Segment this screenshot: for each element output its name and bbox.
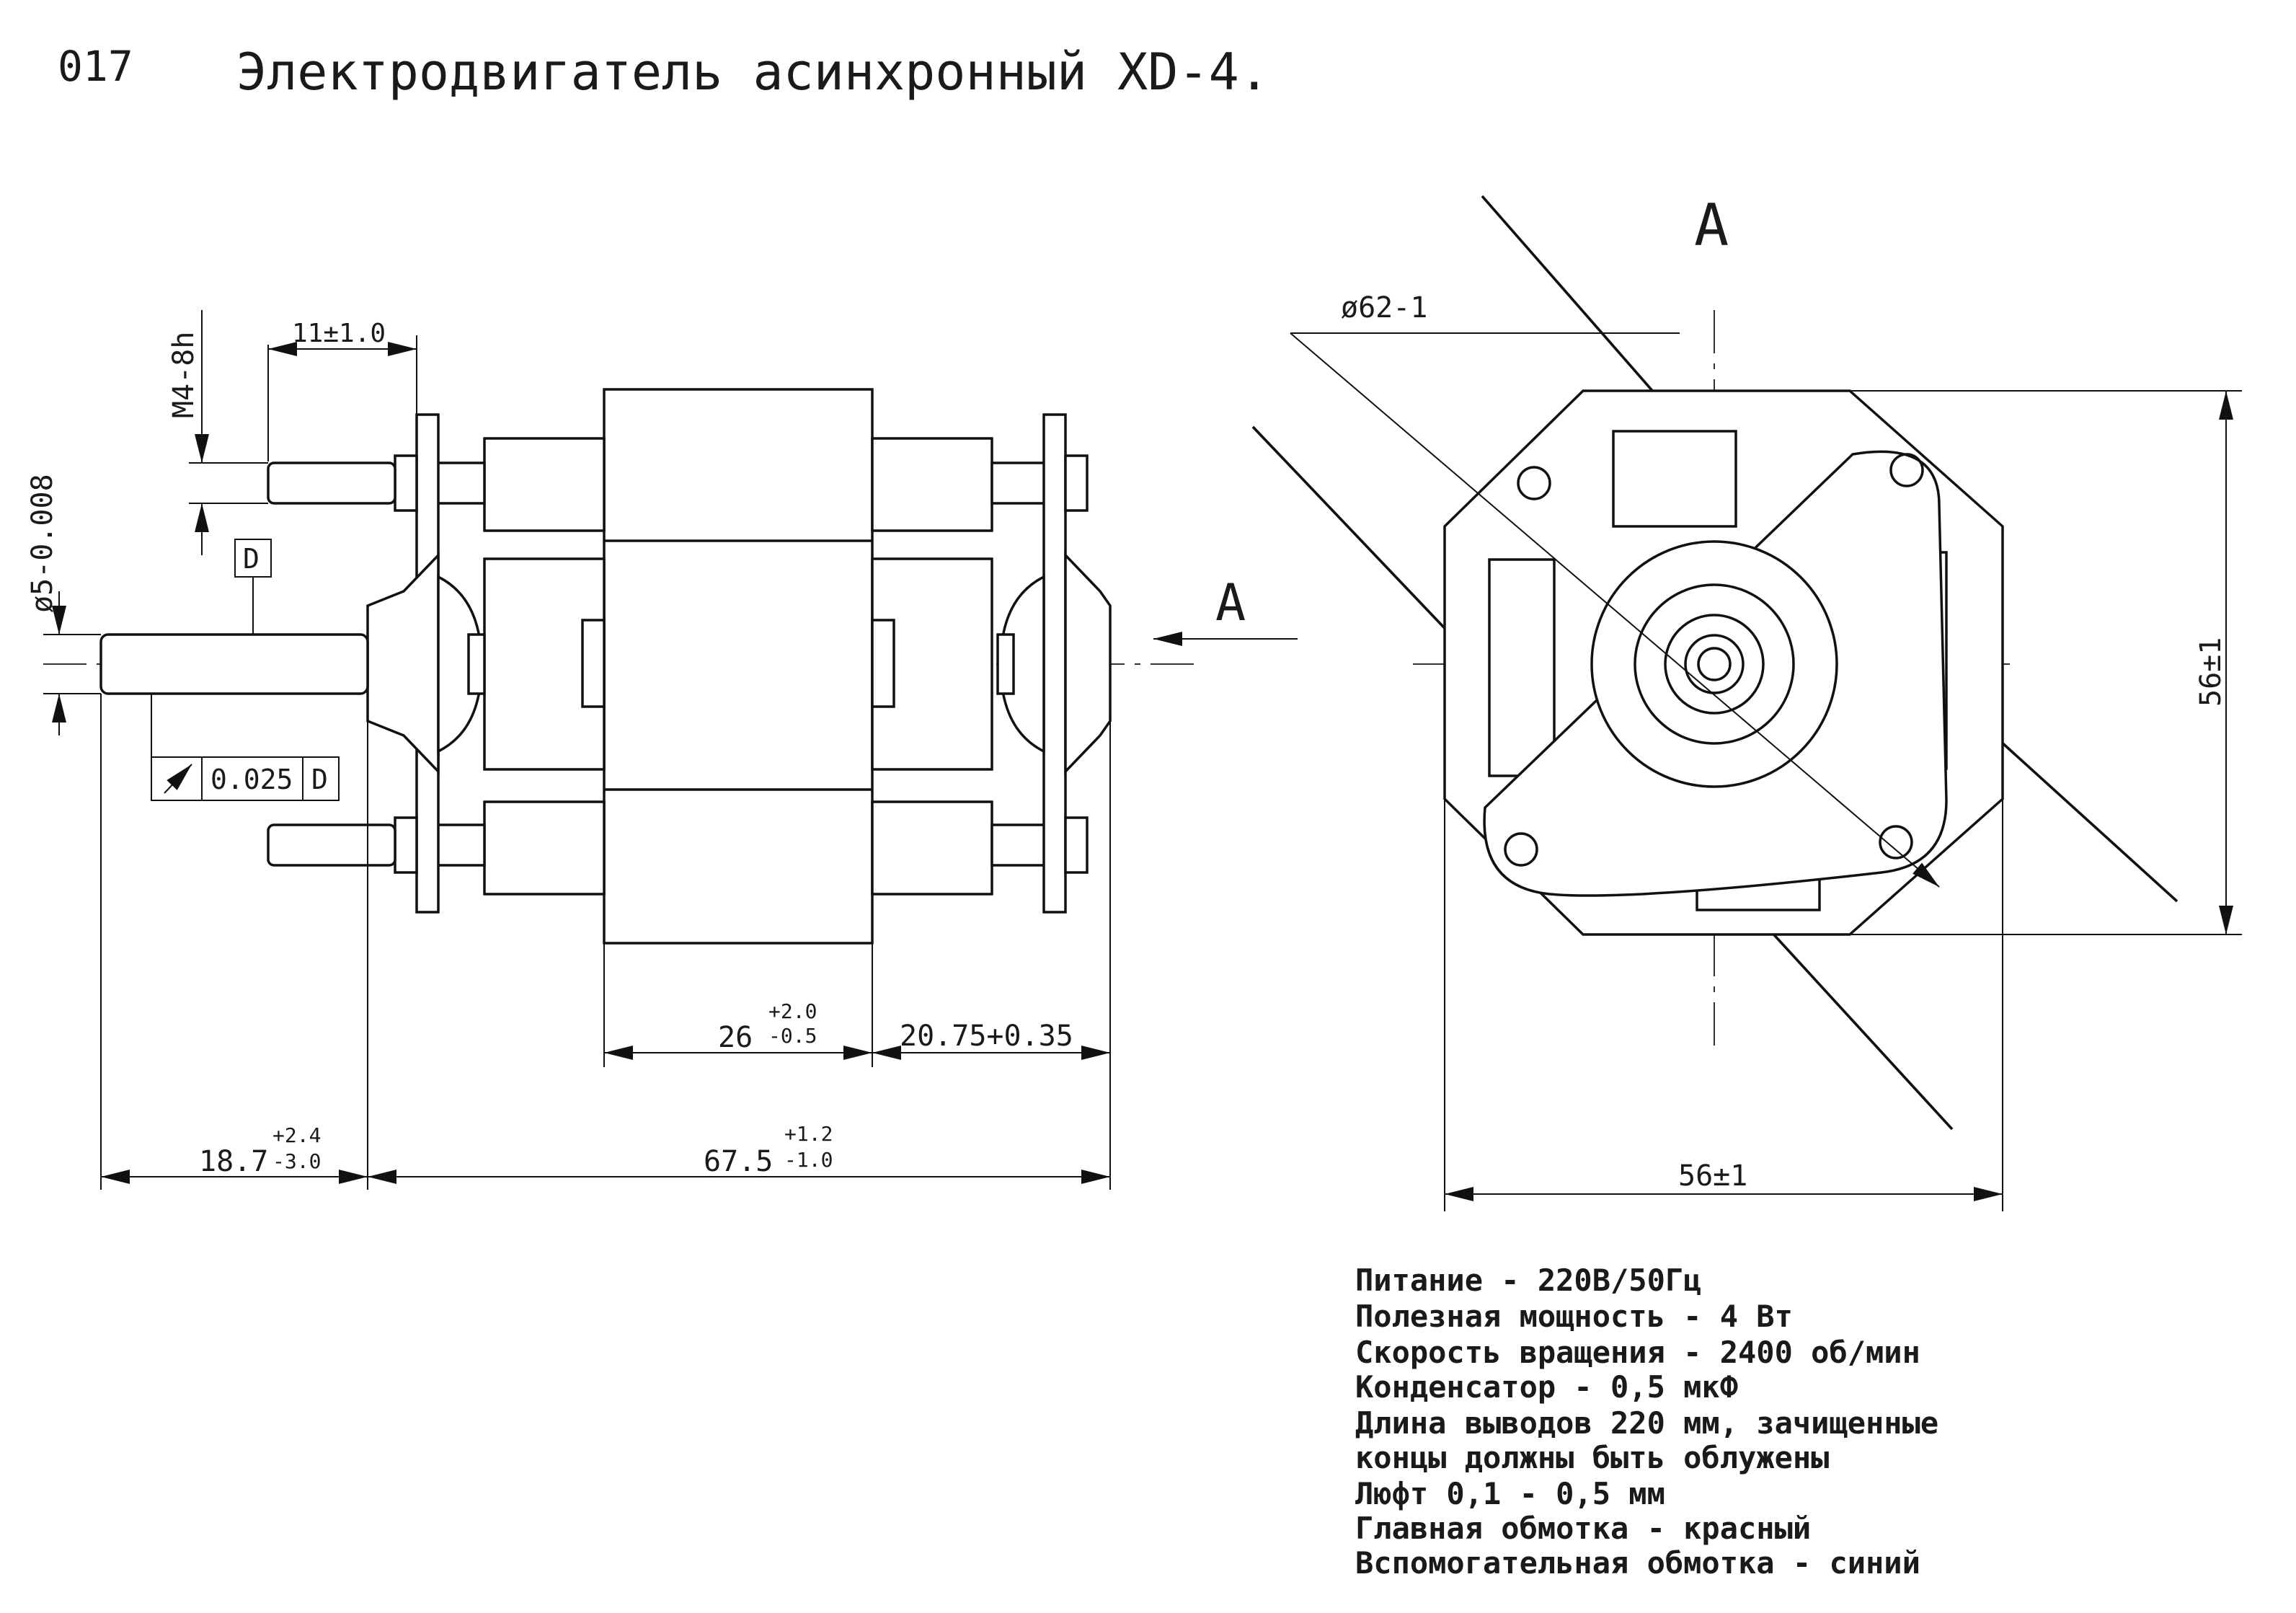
- height-dim: 56±1: [2194, 637, 2228, 707]
- spec-line-play: Люфт 0,1 - 0,5 мм: [1355, 1476, 1665, 1511]
- stack-length-lower: -0.5: [768, 1024, 817, 1048]
- section-label: A: [1215, 573, 1246, 632]
- page-title: Электродвигатель асинхронный XD-4.: [236, 43, 1269, 102]
- overall-length-dim: 67.5: [704, 1145, 773, 1178]
- shaft-length-upper: +2.4: [272, 1123, 321, 1147]
- datum-label: D: [243, 543, 260, 575]
- side-view: 11±1.0 M4-8h ø5-0.008 D 0.025 D: [26, 310, 1298, 1190]
- view-label: A: [1694, 192, 1729, 259]
- spec-line-speed: Скорость вращения - 2400 об/мин: [1355, 1335, 1920, 1370]
- spec-line-capacitor: Конденсатор - 0,5 мкФ: [1355, 1369, 1738, 1405]
- width-dim: 56±1: [1678, 1159, 1747, 1193]
- spec-list: Питание - 220В/50Гц Полезная мощность - …: [1355, 1263, 1938, 1581]
- shaft-length-lower: -3.0: [272, 1149, 321, 1173]
- stack-length-upper: +2.0: [768, 999, 817, 1023]
- runout-value: 0.025: [210, 764, 293, 795]
- spec-line-main-winding: Главная обмотка - красный: [1355, 1511, 1811, 1546]
- stack-length-dim: 26: [718, 1021, 753, 1054]
- spec-line-leads-tinned: концы должны быть облужены: [1355, 1440, 1829, 1475]
- overall-length-lower: -1.0: [784, 1148, 833, 1172]
- stud-length-dim: 11±1.0: [292, 319, 386, 348]
- rear-length-dim: 20.75+0.35: [900, 1020, 1073, 1053]
- overall-length-upper: +1.2: [784, 1122, 833, 1146]
- shaft-diameter-dim: ø5-0.008: [26, 474, 59, 613]
- thread-dim: M4-8h: [167, 332, 200, 418]
- runout-datum: D: [311, 764, 328, 795]
- spec-line-leads: Длина выводов 220 мм, зачищенные: [1355, 1405, 1938, 1441]
- spec-line-aux-winding: Вспомогательная обмотка - синий: [1355, 1545, 1920, 1581]
- spec-line-power: Питание - 220В/50Гц: [1355, 1263, 1701, 1298]
- shaft-length-dim: 18.7: [199, 1145, 268, 1178]
- front-view: A ø62-1: [1251, 192, 2242, 1211]
- sheet-number: 017: [58, 42, 133, 91]
- spec-line-output: Полезная мощность - 4 Вт: [1355, 1299, 1793, 1334]
- bolt-circle-dim: ø62-1: [1341, 291, 1427, 324]
